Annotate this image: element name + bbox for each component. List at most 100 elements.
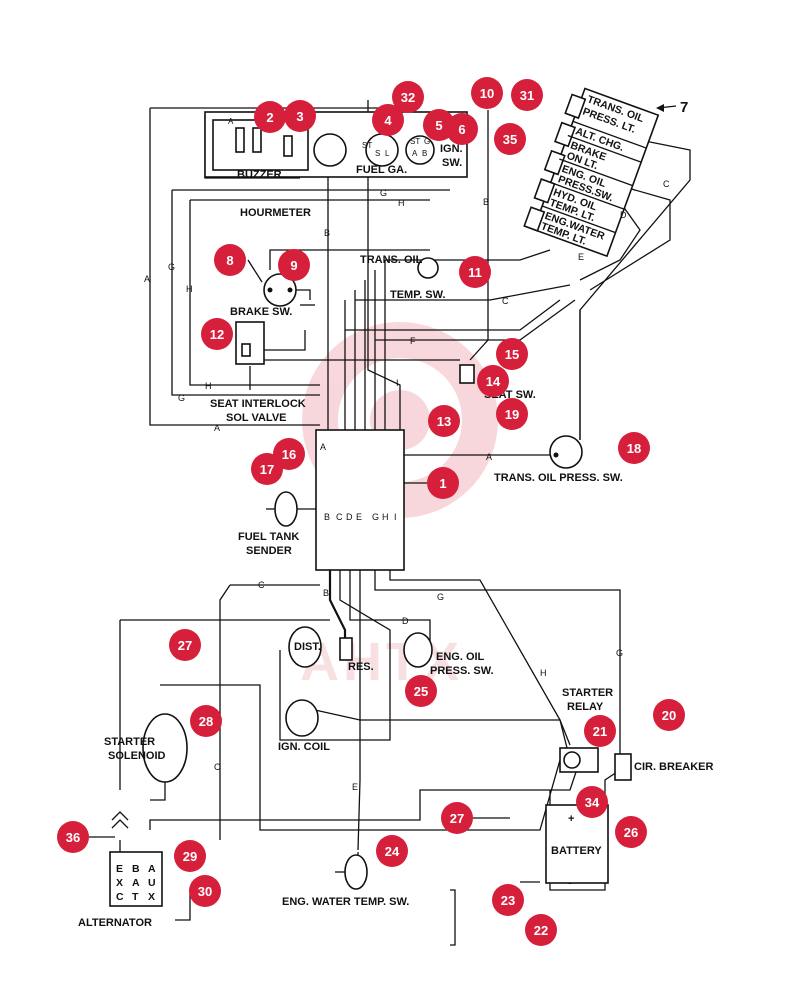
- harness-top-letter: A: [320, 442, 326, 452]
- svg-text:6: 6: [458, 122, 465, 137]
- wire-letter-a-3: A: [486, 452, 492, 462]
- ign-sw-label-1: IGN.: [440, 143, 463, 155]
- svg-text:15: 15: [505, 347, 519, 362]
- eng-water-temp-label: ENG. WATER TEMP. SW.: [282, 896, 409, 908]
- main-harness: [315, 429, 405, 571]
- harness-letter-g: G: [372, 512, 379, 522]
- svg-text:26: 26: [624, 825, 638, 840]
- wire-letter-g-1: G: [380, 188, 387, 198]
- wire-letter-h-1: H: [398, 198, 405, 208]
- svg-text:ST: ST: [362, 141, 372, 150]
- svg-text:13: 13: [437, 414, 451, 429]
- wire-letter-i: I: [396, 378, 399, 388]
- callout-17: 17: [251, 453, 283, 485]
- svg-text:A: A: [412, 149, 418, 158]
- svg-text:30: 30: [198, 884, 212, 899]
- panel-callout-7: 7: [680, 99, 688, 116]
- callout-27-b: 27: [441, 802, 473, 834]
- svg-text:18: 18: [627, 441, 641, 456]
- svg-text:27: 27: [178, 638, 192, 653]
- battery-plus: +: [568, 813, 574, 825]
- buzzer-label: BUZZER: [237, 169, 282, 181]
- svg-text:10: 10: [480, 86, 494, 101]
- callout-23: 23: [492, 884, 524, 916]
- harness-letter-d: D: [346, 512, 353, 522]
- fuel-tank-label-2: SENDER: [246, 545, 292, 557]
- callout-22: 22: [525, 914, 557, 946]
- callout-8: 8: [214, 244, 246, 276]
- callout-25: 25: [405, 675, 437, 707]
- svg-text:ST: ST: [410, 137, 420, 146]
- callout-35: 35: [494, 123, 526, 155]
- callout-1: 1: [427, 467, 459, 499]
- svg-text:12: 12: [210, 327, 224, 342]
- battery: [545, 804, 609, 884]
- wire-letter-c-3: C: [258, 580, 265, 590]
- svg-text:28: 28: [199, 714, 213, 729]
- trans-oil-temp-switch: [417, 257, 439, 279]
- callout-31: 31: [511, 79, 543, 111]
- callout-19: 19: [496, 398, 528, 430]
- callout-27-a: 27: [169, 629, 201, 661]
- resistor: [339, 637, 353, 661]
- wire-letter-b-2: B: [483, 197, 489, 207]
- svg-text:19: 19: [505, 407, 519, 422]
- wire-letter-h-4: H: [540, 668, 547, 678]
- eng-water-temp-switch: [344, 854, 368, 890]
- instrument-panel: A ST S L ST G A B: [204, 111, 468, 178]
- ign-switch: [405, 135, 435, 165]
- battery-minus: -: [568, 877, 572, 889]
- wire-letter-e-1: E: [578, 252, 584, 262]
- starter-solenoid-label-1: STARTER: [104, 736, 155, 748]
- battery-label: BATTERY: [551, 845, 602, 857]
- seat-interlock-valve: [235, 321, 265, 365]
- callout-11: 11: [459, 256, 491, 288]
- trans-oil-temp-label-1: TRANS. OIL: [360, 254, 423, 266]
- svg-text:16: 16: [282, 447, 296, 462]
- callout-4: 4: [372, 104, 404, 136]
- svg-text:S: S: [375, 149, 380, 158]
- svg-text:25: 25: [414, 684, 428, 699]
- callout-29: 29: [174, 840, 206, 872]
- svg-text:22: 22: [534, 923, 548, 938]
- wire-letter-b-1: B: [324, 228, 330, 238]
- wire-letter-h-3: H: [205, 381, 212, 391]
- svg-text:14: 14: [486, 374, 501, 389]
- callout-21: 21: [584, 715, 616, 747]
- eng-oil-press-switch: [403, 632, 433, 668]
- svg-text:5: 5: [435, 118, 442, 133]
- wire-letter-d-2: D: [402, 616, 409, 626]
- harness-letter-h: H: [382, 512, 389, 522]
- callout-6: 6: [446, 113, 478, 145]
- svg-text:31: 31: [520, 88, 534, 103]
- fuel-gauge-label: FUEL GA.: [356, 164, 407, 176]
- alt-term-4: A: [132, 877, 140, 889]
- svg-text:B: B: [422, 149, 427, 158]
- svg-text:G: G: [424, 137, 430, 146]
- ign-coil-label: IGN. COIL: [278, 741, 330, 753]
- svg-text:27: 27: [450, 811, 464, 826]
- svg-text:32: 32: [401, 90, 415, 105]
- distributor: [288, 626, 322, 668]
- wire-letter-a-1: A: [144, 274, 150, 284]
- ign-coil: [285, 699, 319, 737]
- trans-oil-press-switch: [549, 435, 583, 469]
- svg-text:36: 36: [66, 830, 80, 845]
- wire-letter-b-3: B: [323, 588, 329, 598]
- callout-3: 3: [284, 100, 316, 132]
- svg-text:3: 3: [296, 109, 303, 124]
- callout-leaders: [89, 259, 510, 838]
- svg-text:2: 2: [266, 110, 273, 125]
- svg-text:9: 9: [290, 258, 297, 273]
- svg-text:35: 35: [503, 132, 517, 147]
- wire-letter-e-2: E: [352, 782, 358, 792]
- svg-text:29: 29: [183, 849, 197, 864]
- ign-sw-label-2: SW.: [442, 157, 462, 169]
- wire-letter-g-3: G: [178, 393, 185, 403]
- callout-12: 12: [201, 318, 233, 350]
- harness-letter-b: B: [324, 512, 330, 522]
- alt-term-1: X: [116, 877, 123, 889]
- alternator: [109, 851, 163, 907]
- wire-letter-c-1: C: [502, 296, 509, 306]
